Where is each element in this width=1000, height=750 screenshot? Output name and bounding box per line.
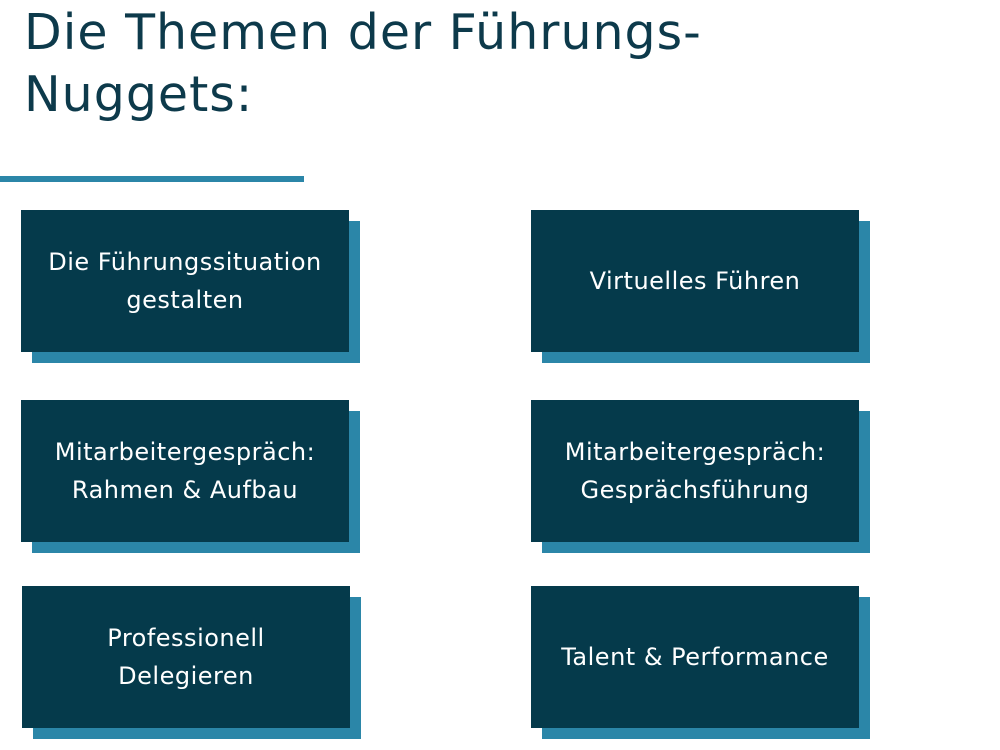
topic-card-virtuelles-fuehren: Virtuelles Führen (531, 210, 859, 352)
page-title: Die Themen der Führungs- Nuggets: (24, 4, 702, 123)
topic-card-fuehrungssituation: Die Führungssituation gestalten (21, 210, 349, 352)
topic-card-label: Professionell Delegieren (107, 624, 265, 690)
topic-card-label: Virtuelles Führen (589, 267, 801, 295)
topic-card-mitarbeitergespraech-rahmen: Mitarbeitergespräch: Rahmen & Aufbau (21, 400, 349, 542)
topic-card-label: Mitarbeitergespräch: Gesprächsführung (564, 438, 826, 504)
topic-card-professionell-delegieren: Professionell Delegieren (22, 586, 350, 728)
topic-card-talent-performance: Talent & Performance (531, 586, 859, 728)
topic-card-label: Mitarbeitergespräch: Rahmen & Aufbau (54, 438, 316, 504)
topic-card-mitarbeitergespraech-gespraechsfuehrung: Mitarbeitergespräch: Gesprächsführung (531, 400, 859, 542)
topic-card-label: Talent & Performance (561, 643, 829, 671)
topic-card-label: Die Führungssituation gestalten (48, 248, 322, 314)
title-divider (0, 176, 304, 182)
